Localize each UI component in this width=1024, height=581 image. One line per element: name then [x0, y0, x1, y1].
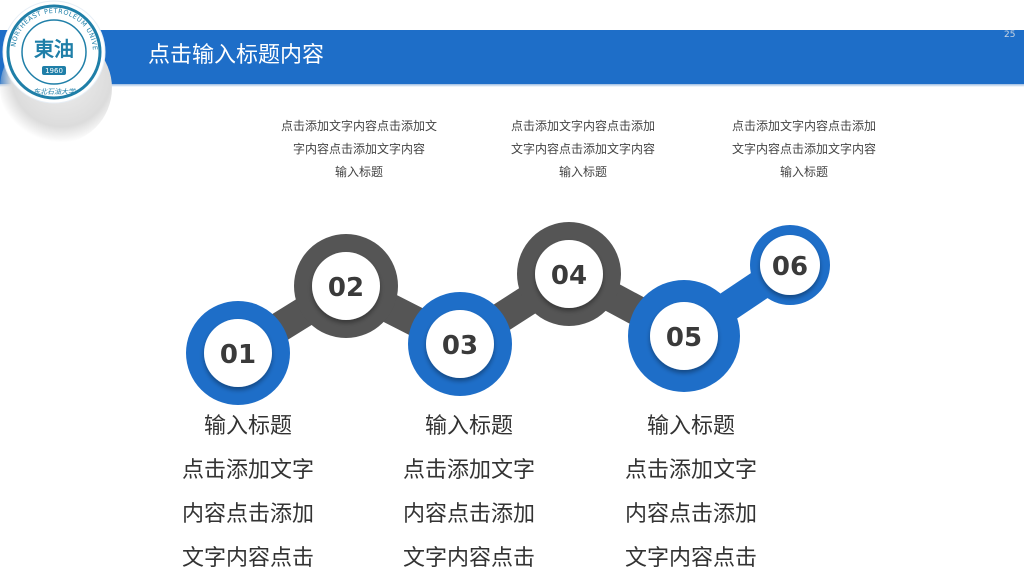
top-text-line: 文字内容点击添加文字内容	[731, 142, 876, 156]
bottom-text-line: 内容点击添加	[181, 502, 314, 527]
node-label: 04	[551, 261, 587, 291]
node-label: 03	[442, 331, 478, 361]
bottom-text-line: 点击添加文字	[181, 458, 314, 483]
top-text-block-3: 点击添加文字内容点击添加 文字内容点击添加文字内容 输入标题	[722, 115, 886, 184]
top-text-block-2: 点击添加文字内容点击添加 文字内容点击添加文字内容 输入标题	[501, 115, 665, 184]
university-logo: NORTHEAST PETROLEUM UNIVERSITY 東油 1960 东…	[2, 0, 106, 104]
logo-container: NORTHEAST PETROLEUM UNIVERSITY 東油 1960 东…	[0, 0, 122, 144]
bottom-text-line: 点击添加文字	[624, 458, 757, 483]
top-text-line: 文字内容点击添加文字内容	[510, 142, 655, 156]
node-label: 06	[772, 252, 808, 282]
node-disc	[426, 310, 494, 378]
bottom-text-block-1: 输入标题 点击添加文字 内容点击添加 文字内容点击	[168, 405, 328, 581]
node-06[interactable]: 06	[760, 235, 820, 295]
top-text-line: 字内容点击添加文字内容	[292, 142, 425, 156]
bottom-heading: 输入标题	[203, 414, 292, 439]
bottom-text-line: 文字内容点击	[181, 546, 314, 571]
bottom-heading: 输入标题	[424, 414, 513, 439]
node-05[interactable]: 05	[650, 302, 718, 370]
node-label: 02	[328, 273, 364, 303]
header-bar	[0, 30, 1024, 84]
node-label: 05	[666, 323, 702, 353]
logo-inner-text: 東油	[34, 37, 74, 61]
bottom-text-line: 内容点击添加	[624, 502, 757, 527]
bottom-text-line: 文字内容点击	[402, 546, 535, 571]
top-text-heading: 输入标题	[779, 165, 828, 179]
node-disc	[535, 240, 603, 308]
top-text-line: 点击添加文字内容点击添加	[510, 119, 655, 133]
node-04[interactable]: 04	[535, 240, 603, 308]
node-disc	[650, 302, 718, 370]
node-label: 01	[220, 340, 256, 370]
top-text-heading: 输入标题	[558, 165, 607, 179]
node-03[interactable]: 03	[426, 310, 494, 378]
bottom-text-line: 内容点击添加	[402, 502, 535, 527]
bottom-text-block-3: 输入标题 点击添加文字 内容点击添加 文字内容点击	[611, 405, 771, 581]
bottom-text-line: 点击添加文字	[402, 458, 535, 483]
node-disc	[760, 235, 820, 295]
bottom-heading: 输入标题	[646, 414, 735, 439]
top-text-heading: 输入标题	[334, 165, 383, 179]
header-shadow	[0, 84, 1024, 87]
top-text-block-1: 点击添加文字内容点击添加文 字内容点击添加文字内容 输入标题	[275, 115, 443, 184]
node-disc	[204, 319, 272, 387]
node-01[interactable]: 01	[204, 319, 272, 387]
page-number: 25	[1004, 30, 1016, 40]
page-title[interactable]: 点击输入标题内容	[148, 43, 325, 68]
node-02[interactable]: 02	[312, 252, 380, 320]
bottom-text-line: 文字内容点击	[624, 546, 757, 571]
logo-script: 东北石油大学	[33, 88, 76, 96]
logo-year: 1960	[45, 67, 63, 75]
top-text-line: 点击添加文字内容点击添加文	[280, 119, 437, 133]
top-text-line: 点击添加文字内容点击添加	[731, 119, 876, 133]
bottom-text-block-2: 输入标题 点击添加文字 内容点击添加 文字内容点击	[389, 405, 549, 581]
node-disc	[312, 252, 380, 320]
